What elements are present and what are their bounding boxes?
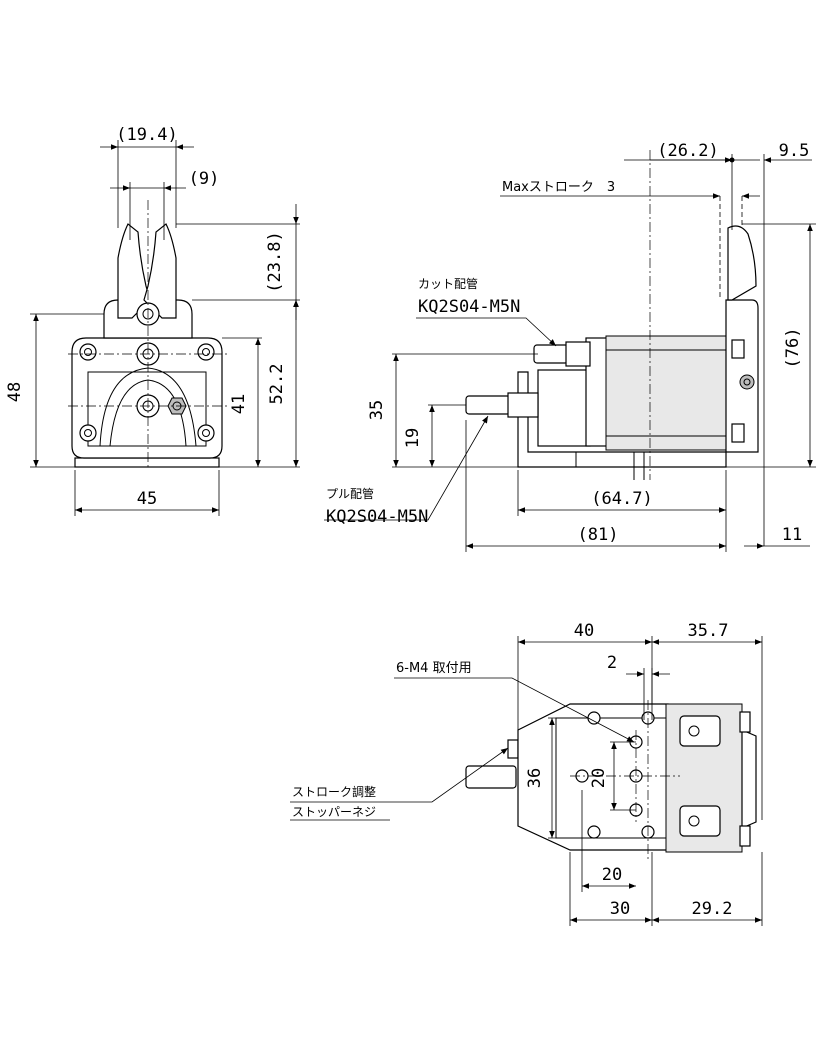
side-housing	[605, 335, 729, 451]
label-max-stroke: Maxストローク 3	[502, 180, 615, 195]
dim-jaw-height: (23.8)	[265, 231, 285, 292]
dim-height-41: 41	[229, 394, 249, 414]
dim-jaw-gap: (9)	[189, 169, 220, 189]
side-head	[725, 299, 759, 453]
dim-bottom-40: 40	[574, 621, 594, 641]
dim-bottom-36: 36	[525, 768, 545, 788]
dim-height-52: 52.2	[267, 364, 287, 405]
front-view: (19.4) (9) (23.8) 52.2 48 41 45	[5, 125, 300, 516]
side-pull-port-fitting	[465, 392, 539, 418]
side-blade	[727, 225, 757, 301]
dim-bottom-30: 30	[610, 899, 630, 919]
side-cut-port-fitting	[533, 341, 591, 367]
label-mount-holes: 6-M4 取付用	[396, 661, 472, 676]
dim-bottom-35: 35.7	[688, 621, 729, 641]
dim-offset-11: 11	[782, 525, 802, 545]
dim-side-top-right: 9.5	[779, 141, 810, 161]
dim-jaw-width: (19.4)	[116, 125, 177, 145]
label-cut-port-title: カット配管	[418, 276, 478, 291]
dim-length-64: (64.7)	[591, 489, 652, 509]
dim-bottom-29: 29.2	[692, 899, 733, 919]
dim-bottom-20-horizontal: 20	[602, 865, 622, 885]
dim-height-35: 35	[367, 400, 387, 420]
label-pull-port-part: KQ2S04-M5N	[326, 507, 428, 527]
label-cut-port-part: KQ2S04-M5N	[418, 297, 520, 317]
side-cylinder	[537, 369, 591, 447]
label-stopper-line1: ストローク調整	[292, 784, 376, 799]
dim-total-height: 48	[5, 382, 25, 402]
front-base-plate	[74, 457, 220, 468]
label-stopper-line2: ストッパーネジ	[292, 805, 376, 819]
bottom-pull-fitting	[465, 765, 517, 789]
side-view: (26.2) 9.5 Maxストローク 3 (76) 35 19 カット配管 K…	[324, 141, 816, 552]
dim-bottom-2: 2	[607, 653, 617, 673]
bottom-stopper-screw	[507, 739, 519, 759]
dim-height-76: (76)	[783, 328, 803, 369]
bottom-view: 40 35.7 2 6-M4 取付用 36 20 ストローク調整 ストッパーネジ…	[290, 621, 763, 926]
dim-height-19: 19	[403, 428, 423, 448]
dim-bottom-20-vertical: 20	[589, 768, 609, 788]
dim-width: 45	[137, 489, 157, 509]
dim-length-81: (81)	[578, 525, 619, 545]
dim-side-top-left: (26.2)	[657, 141, 718, 161]
label-pull-port-title: プル配管	[326, 486, 374, 501]
